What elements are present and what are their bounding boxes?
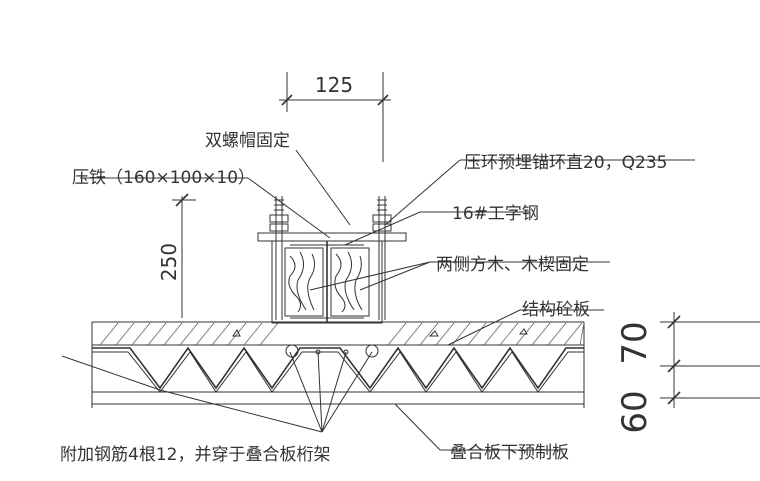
right-dimension: 70 60 — [615, 312, 760, 434]
concrete-slab — [91, 321, 585, 408]
hatch-line — [99, 322, 119, 346]
label-press-iron: 压铁（160×100×10） — [72, 168, 255, 188]
hatch-line — [435, 322, 455, 346]
hatch-line — [563, 322, 583, 346]
slab-hatching — [99, 322, 585, 346]
hatch-line — [195, 322, 215, 346]
top-dimension: 125 — [279, 72, 391, 162]
label-double-nut: 双螺帽固定 — [205, 131, 290, 151]
truss-zigzag — [92, 346, 584, 393]
label-wood-wedge: 两侧方木、木楔固定 — [436, 255, 589, 275]
leader-lines — [61, 149, 695, 451]
label-rebar: 附加钢筋4根12，并穿于叠合板桁架 — [60, 445, 330, 465]
hatch-line — [131, 322, 151, 346]
hatch-line — [403, 322, 423, 346]
hatch-line — [531, 322, 551, 346]
label-anchor-ring: 压环预埋锚环直20，Q235 — [464, 153, 667, 173]
dim-125: 125 — [315, 73, 353, 97]
dim-60: 60 — [615, 390, 655, 433]
label-i-beam: 16#工字钢 — [452, 204, 539, 224]
support-frame — [257, 196, 407, 324]
hatch-line — [211, 322, 231, 346]
hatch-line — [163, 322, 183, 346]
hatch-line — [227, 322, 247, 346]
dim-250: 250 — [157, 243, 181, 281]
hatch-line — [547, 322, 567, 346]
hatch-line — [147, 322, 167, 346]
hatch-line — [483, 322, 503, 346]
label-slab: 结构砼板 — [522, 300, 590, 320]
hatch-line — [115, 322, 135, 346]
left-dimension: 250 — [157, 193, 196, 318]
hatch-line — [243, 322, 263, 346]
hatch-line — [179, 322, 199, 346]
label-precast: 叠合板下预制板 — [450, 443, 569, 463]
dim-70: 70 — [615, 321, 655, 364]
hatch-line — [387, 322, 407, 346]
hatch-line — [579, 322, 585, 346]
hatch-line — [259, 322, 279, 346]
hatch-line — [499, 322, 519, 346]
hatch-line — [419, 322, 439, 346]
hatch-line — [467, 322, 487, 346]
